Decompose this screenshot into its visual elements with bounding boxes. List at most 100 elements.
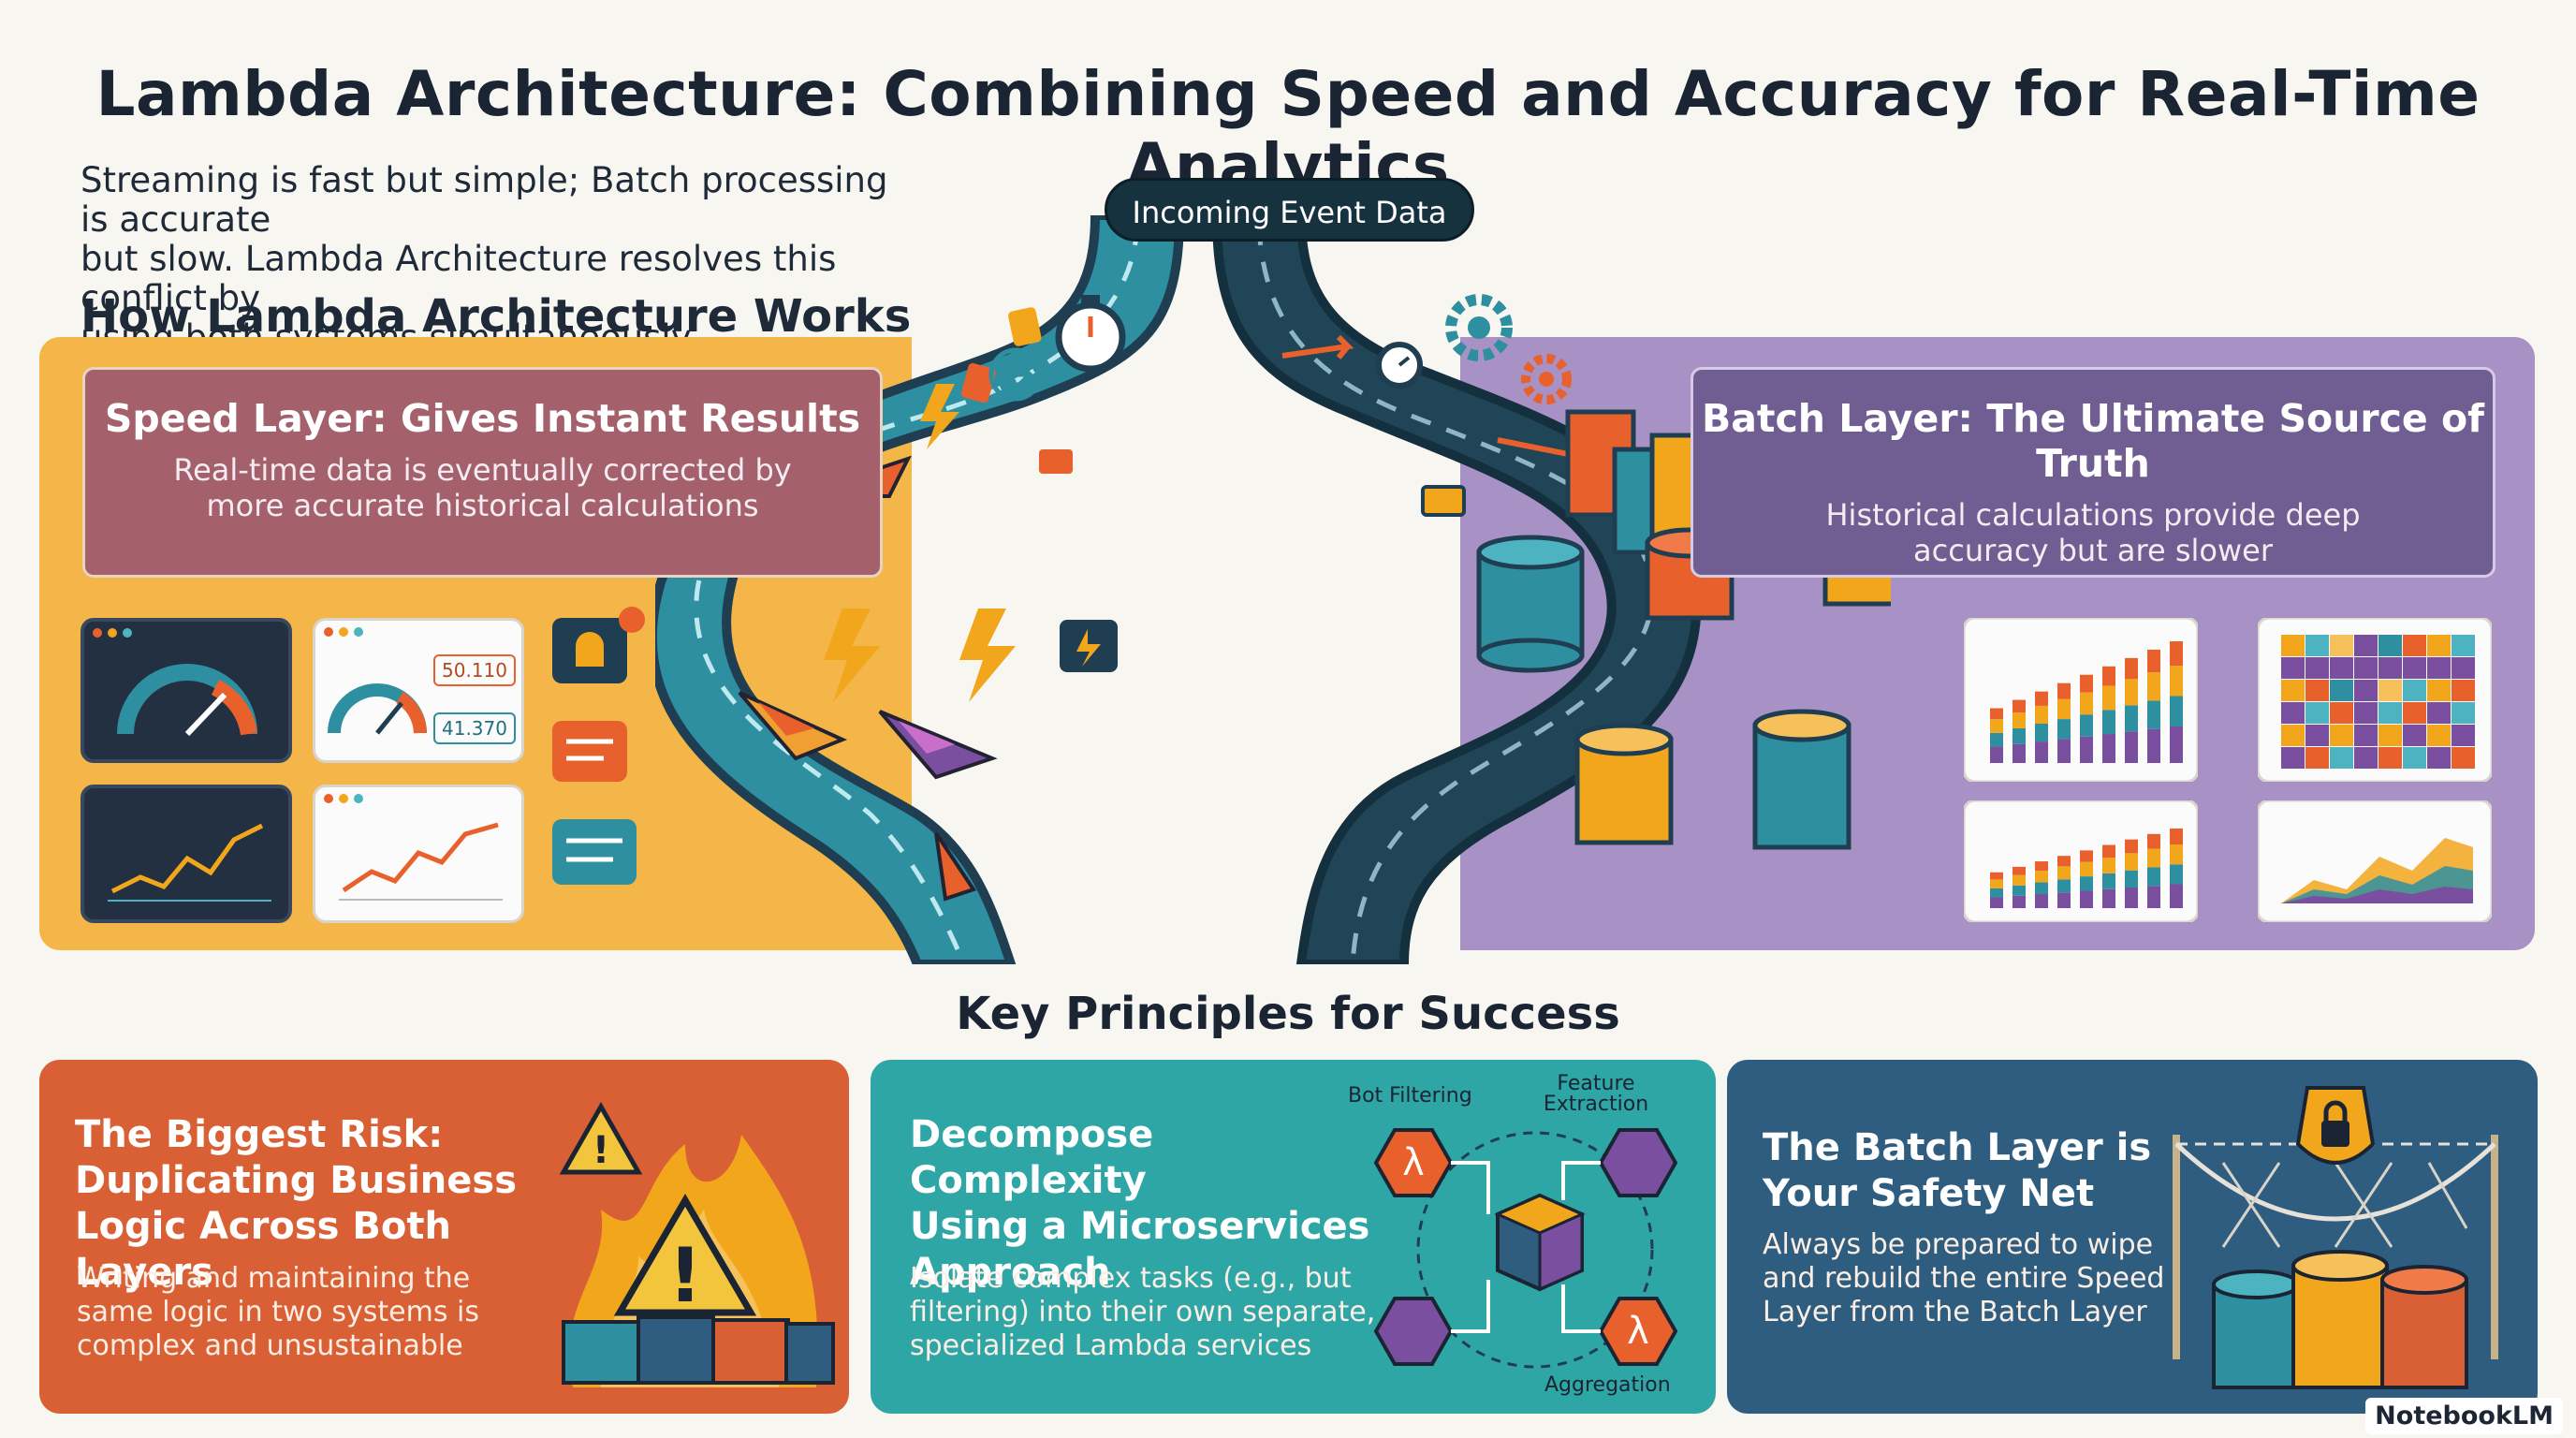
- heatmap-cell: [2330, 747, 2353, 769]
- heatmap-cell: [2403, 657, 2426, 679]
- principle-title-line: Using a Microservices: [910, 1205, 1370, 1248]
- line-chart-dashboard: [80, 785, 292, 923]
- bar-segment: [2147, 649, 2160, 673]
- database-icon: [1476, 535, 1585, 673]
- principle-text-line: specialized Lambda services: [910, 1329, 1312, 1362]
- heatmap-cell: [2354, 747, 2378, 769]
- bar-segment: [2057, 698, 2071, 720]
- aggregation-label: Aggregation: [1544, 1373, 1671, 1397]
- bar-segment: [2012, 874, 2026, 886]
- bar-segment: [2147, 848, 2160, 868]
- bar-segment: [1990, 872, 2003, 880]
- speed-layer-title: Speed Layer: Gives Instant Results: [104, 396, 861, 441]
- bar-segment: [2170, 666, 2183, 697]
- bar-segment: [2170, 864, 2183, 885]
- heatmap-cell: [2378, 680, 2402, 701]
- bar-chart-card: [1964, 618, 2198, 782]
- principle-text: Writing and maintaining the same logic i…: [77, 1262, 564, 1363]
- bar-segment: [2170, 641, 2183, 666]
- batch-layer-text: Historical calculations provide deep: [1825, 497, 2361, 533]
- heatmap-cell: [2330, 725, 2353, 746]
- heatmap-cell: [2403, 635, 2426, 656]
- bar-segment: [2080, 714, 2093, 737]
- heatmap-cell: [2452, 635, 2475, 656]
- principle-text: Always be prepared to wipe and rebuild t…: [1763, 1228, 2174, 1329]
- heatmap-cell: [2305, 657, 2329, 679]
- principle-title: Decompose Complexity Using a Microservic…: [910, 1112, 1378, 1296]
- bar-segment: [2147, 833, 2160, 849]
- bar-segment: [2012, 699, 2026, 713]
- principle-text-line: complex and unsustainable: [77, 1329, 463, 1362]
- area-chart-card: [2258, 800, 2492, 922]
- bar-segment: [2012, 712, 2026, 728]
- data-road-illustration: [655, 215, 1891, 964]
- heatmap-cell: [2281, 747, 2305, 769]
- bar-segment: [2080, 850, 2093, 862]
- batch-layer-text: accuracy but are slower: [1913, 533, 2273, 568]
- line-chart-icon: [324, 794, 503, 901]
- bar-segment: [2147, 886, 2160, 908]
- bar-segment: [2102, 710, 2115, 735]
- metric-value: 41.370: [433, 712, 516, 744]
- speed-layer-text: Real-time data is eventually corrected b…: [173, 452, 792, 488]
- stacked-bars: [1990, 641, 2183, 763]
- database-icon: [1574, 723, 1674, 845]
- bar-segment: [2012, 866, 2026, 875]
- intro-line: but slow. Lambda Architecture resolves t…: [80, 239, 837, 318]
- bar-segment: [2125, 679, 2138, 706]
- principle-text-line: Writing and maintaining the: [77, 1262, 471, 1295]
- bar-segment: [2080, 890, 2093, 908]
- bar-segment: [1990, 888, 2003, 898]
- gear-icon: [1521, 354, 1572, 404]
- bar-segment: [2102, 844, 2115, 858]
- speedboat-icon: [878, 710, 998, 780]
- bar-segment: [2102, 685, 2115, 711]
- bar-segment: [2102, 858, 2115, 873]
- heatmap-cell: [2354, 680, 2378, 701]
- label-line: Extraction: [1543, 1093, 1649, 1116]
- heatmap-cell: [2403, 680, 2426, 701]
- heatmap-cell: [2330, 657, 2353, 679]
- heatmap-cell: [2427, 725, 2451, 746]
- bar-segment: [2012, 895, 2026, 908]
- bar-segment: [2125, 731, 2138, 763]
- speed-layer-card: Speed Layer: Gives Instant Results Real-…: [82, 367, 883, 578]
- svg-text:!: !: [668, 1232, 702, 1319]
- heatmap-cell: [2378, 702, 2402, 724]
- principle-title-line: Approach: [910, 1251, 1111, 1294]
- heatmap-cell: [2452, 657, 2475, 679]
- gear-icon: [1445, 294, 1513, 361]
- bar-segment: [1990, 708, 2003, 720]
- speed-layer-text: more accurate historical calculations: [206, 488, 759, 523]
- bar-segment: [2125, 870, 2138, 888]
- page-title: Lambda Architecture: Combining Speed and…: [95, 58, 2481, 202]
- principle-title-line: The Batch Layer is: [1763, 1126, 2152, 1169]
- arrow-right-icon: [988, 347, 1043, 402]
- heatmap-card: [2258, 618, 2492, 782]
- heatmap-cell: [2427, 635, 2451, 656]
- event-tile-icon: [960, 362, 996, 404]
- principle-card-risk: The Biggest Risk: Duplicating Business L…: [39, 1060, 849, 1414]
- bar-segment: [2147, 728, 2160, 763]
- bar-segment: [2080, 861, 2093, 877]
- bar-segment: [2102, 888, 2115, 908]
- heatmap-cell: [2305, 680, 2329, 701]
- intro-text: Streaming is fast but simple; Batch proc…: [80, 161, 923, 358]
- bar-segment: [2125, 705, 2138, 732]
- bar-segment: [2035, 871, 2048, 883]
- gauge-icon: [93, 628, 257, 737]
- bell-icon: [552, 607, 645, 683]
- chat-icon: [552, 721, 627, 782]
- heatmap-cell: [2378, 657, 2402, 679]
- bar-segment: [2102, 873, 2115, 889]
- bar-segment: [2102, 666, 2115, 686]
- bar-segment: [2147, 700, 2160, 729]
- metric-value: 50.110: [433, 654, 516, 686]
- heatmap-cell: [2403, 702, 2426, 724]
- principle-title-line: Decompose Complexity: [910, 1113, 1154, 1202]
- principle-text-line: Layer from the Batch Layer: [1763, 1296, 2147, 1328]
- heatmap-cell: [2354, 635, 2378, 656]
- bar-segment: [1990, 897, 2003, 908]
- bar-segment: [2170, 844, 2183, 865]
